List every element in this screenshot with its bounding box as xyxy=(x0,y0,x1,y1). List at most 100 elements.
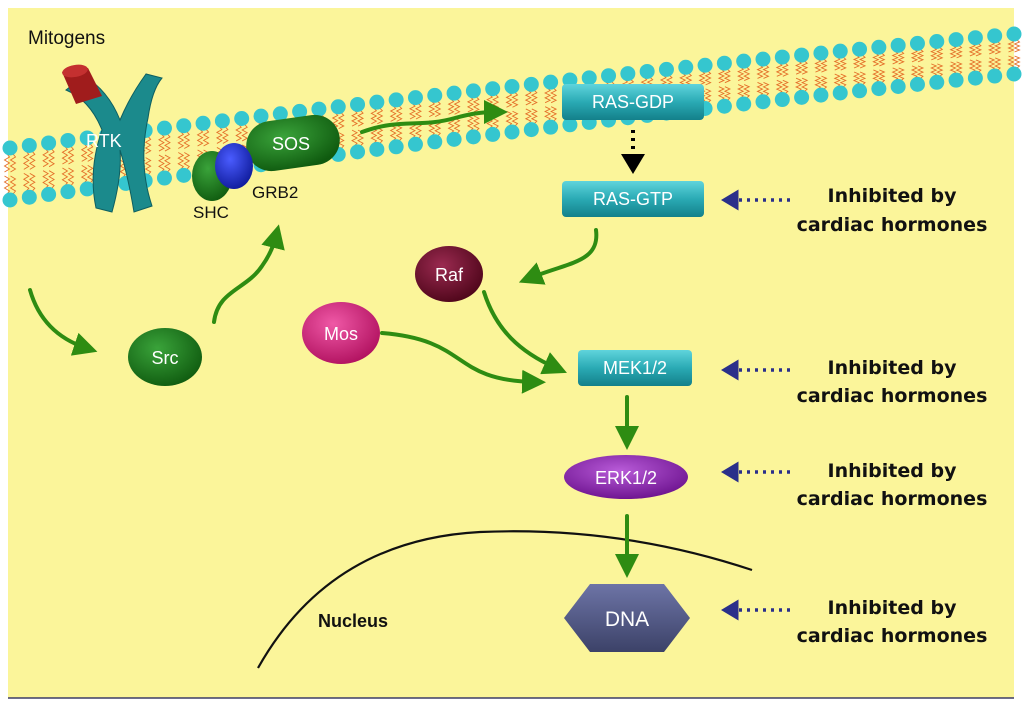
arrow-src-to-shc xyxy=(212,224,285,324)
shc-label: SHC xyxy=(193,203,229,222)
lipid-head xyxy=(21,189,37,205)
lipid-head xyxy=(350,144,366,160)
lipid-head xyxy=(156,120,172,136)
arrow-into-src xyxy=(28,288,98,356)
inhibition-line2: cardiac hormones xyxy=(797,488,988,510)
lipid-head xyxy=(871,81,887,97)
lipid-head xyxy=(214,113,230,129)
lipid-head xyxy=(350,96,366,112)
lipid-head xyxy=(407,136,423,152)
lipid-head xyxy=(987,28,1003,44)
lipid-head xyxy=(195,115,211,131)
lipid-head xyxy=(1006,26,1022,42)
lipid-head xyxy=(1006,66,1022,82)
lipid-head xyxy=(388,92,404,108)
inhibition-line1: Inhibited by xyxy=(828,597,958,619)
lipid-head xyxy=(41,135,57,151)
rtk-receptor xyxy=(65,73,163,213)
lipid-head xyxy=(755,94,771,110)
lipid-head xyxy=(369,141,385,157)
lipid-head xyxy=(234,110,250,126)
arrow-sos-to-ras xyxy=(360,100,508,134)
lipid-head xyxy=(774,92,790,108)
inhibition-line2: cardiac hormones xyxy=(797,385,988,407)
lipid-head xyxy=(967,30,983,46)
lipid-head xyxy=(794,47,810,63)
lipid-head xyxy=(272,106,288,122)
arrow-raf-to-mek xyxy=(482,290,567,375)
mitogen-ligand xyxy=(62,64,102,104)
inhibition-label-mek: Inhibited by cardiac hormones xyxy=(797,357,988,407)
ras-gdp-label: RAS-GDP xyxy=(592,92,674,112)
erk-node xyxy=(564,455,688,499)
lipid-head xyxy=(427,87,443,103)
mos-label: Mos xyxy=(324,324,358,344)
arrow-mos-to-mek xyxy=(380,331,546,394)
lipid-head xyxy=(156,170,172,186)
lipid-head xyxy=(407,90,423,106)
lipid-head xyxy=(716,55,732,71)
lipid-head xyxy=(813,45,829,61)
lipid-head xyxy=(2,192,18,208)
lipid-head xyxy=(736,53,752,69)
lipid-head xyxy=(929,74,945,90)
lipid-head xyxy=(465,83,481,99)
rtk-label: RTK xyxy=(86,131,122,151)
mitogens-label: Mitogens xyxy=(28,28,105,49)
lipid-head xyxy=(987,68,1003,84)
inhibition-line1: Inhibited by xyxy=(828,460,958,482)
lipid-head xyxy=(543,74,559,90)
lipid-head xyxy=(697,57,713,73)
ras-gtp-label: RAS-GTP xyxy=(593,189,673,209)
lipid-head xyxy=(446,131,462,147)
lipid-head xyxy=(871,39,887,55)
mos-node xyxy=(302,302,380,364)
lipid-head xyxy=(794,89,810,105)
lipid-head xyxy=(369,94,385,110)
lipid-head xyxy=(890,78,906,94)
erk-label: ERK1/2 xyxy=(595,468,657,488)
lipid-head xyxy=(813,87,829,103)
lipid-head xyxy=(562,72,578,88)
lipid-head xyxy=(909,35,925,51)
lipid-head xyxy=(41,186,57,202)
inhibition-label-dna: Inhibited by cardiac hormones xyxy=(797,597,988,647)
nucleus-label: Nucleus xyxy=(318,611,388,631)
lipid-head xyxy=(890,37,906,53)
lipid-head xyxy=(562,117,578,133)
lipid-head xyxy=(427,134,443,150)
lipid-head xyxy=(504,79,520,94)
lipid-head xyxy=(60,184,76,200)
inhibition-line2: cardiac hormones xyxy=(797,214,988,236)
lipid-head xyxy=(967,70,983,86)
lipid-head xyxy=(639,63,655,79)
lipid-head xyxy=(716,98,732,114)
lipid-head xyxy=(736,96,752,112)
lipid-head xyxy=(909,76,925,92)
lipid-head xyxy=(523,76,539,92)
lipid-head xyxy=(601,68,617,84)
inhibition-line1: Inhibited by xyxy=(828,357,958,379)
lipid-head xyxy=(485,81,501,97)
lipid-head xyxy=(79,130,95,146)
lipid-head xyxy=(311,101,327,117)
lipid-head xyxy=(543,119,559,135)
lipid-head xyxy=(658,61,674,77)
raf-node xyxy=(415,246,483,302)
inhibition-arrows xyxy=(721,189,790,621)
lipid-head xyxy=(929,33,945,49)
raf-label: Raf xyxy=(435,265,464,285)
ras-gtp-node xyxy=(562,181,704,217)
mek-label: MEK1/2 xyxy=(603,358,667,378)
lipid-head xyxy=(388,139,404,155)
lipid-head xyxy=(620,66,636,82)
lipid-head xyxy=(330,99,346,115)
sos-node xyxy=(246,114,340,172)
lipid-head xyxy=(852,41,868,57)
lipid-head xyxy=(832,43,848,59)
inhibition-line2: cardiac hormones xyxy=(797,625,988,647)
lipid-head xyxy=(2,140,18,156)
lipid-head xyxy=(292,103,308,119)
grb2-node xyxy=(215,143,253,189)
